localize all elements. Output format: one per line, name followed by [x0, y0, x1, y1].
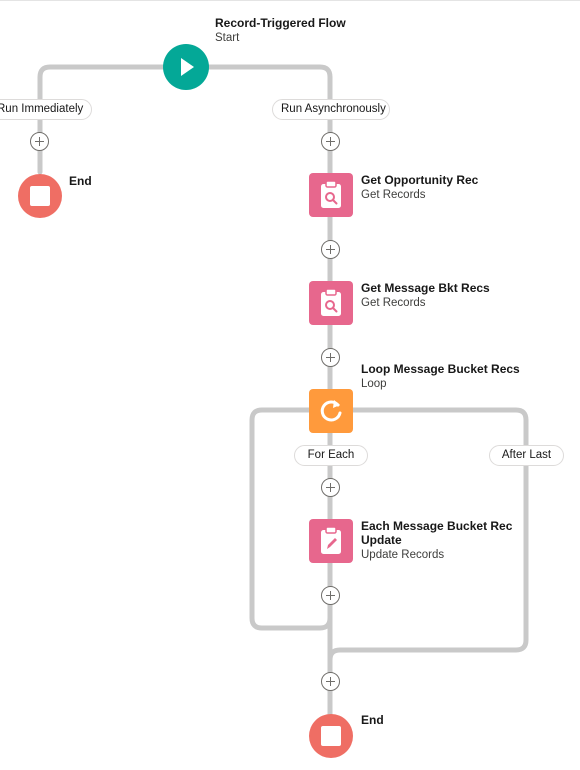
add-element-button[interactable] — [321, 348, 340, 367]
stop-icon — [30, 186, 50, 206]
add-element-button[interactable] — [30, 132, 49, 151]
clipboard-pencil-icon — [321, 526, 341, 554]
add-element-button[interactable] — [321, 240, 340, 259]
start-subtitle: Start — [215, 32, 240, 44]
update-subtitle: Update Records — [361, 549, 445, 561]
start-title: Record-Triggered Flow — [215, 16, 346, 30]
end-node-bottom[interactable] — [309, 714, 353, 758]
path-after-last[interactable]: After Last — [489, 445, 564, 466]
add-element-button[interactable] — [321, 672, 340, 691]
play-icon — [181, 58, 194, 76]
path-for-each[interactable]: For Each — [294, 445, 368, 466]
clipboard-search-icon — [321, 180, 341, 208]
each-message-bucket-rec-update-node[interactable] — [309, 519, 353, 563]
loop-message-bucket-recs-node[interactable] — [309, 389, 353, 433]
end-node-left[interactable] — [18, 174, 62, 218]
get-message-bkt-recs-node[interactable] — [309, 281, 353, 325]
path-run-asynchronously[interactable]: Run Asynchronously — [272, 99, 390, 120]
path-run-immediately[interactable]: Run Immediately — [0, 99, 92, 120]
add-element-button[interactable] — [321, 132, 340, 151]
get-message-subtitle: Get Records — [361, 297, 426, 309]
start-node[interactable] — [163, 44, 209, 90]
add-element-button[interactable] — [321, 586, 340, 605]
loop-arrow-icon — [320, 400, 342, 422]
stop-icon — [321, 726, 341, 746]
update-title-line2: Update — [361, 533, 402, 547]
loop-subtitle: Loop — [361, 378, 387, 390]
add-element-button[interactable] — [321, 478, 340, 497]
update-title-line1: Each Message Bucket Rec — [361, 519, 513, 533]
get-message-title: Get Message Bkt Recs — [361, 281, 490, 295]
get-opportunity-title: Get Opportunity Rec — [361, 173, 479, 187]
canvas-top-border — [0, 0, 580, 1]
end-left-title: End — [69, 174, 92, 188]
get-opportunity-rec-node[interactable] — [309, 173, 353, 217]
clipboard-search-icon — [321, 288, 341, 316]
get-opportunity-subtitle: Get Records — [361, 189, 426, 201]
loop-title: Loop Message Bucket Recs — [361, 362, 520, 376]
end-bottom-title: End — [361, 713, 384, 727]
